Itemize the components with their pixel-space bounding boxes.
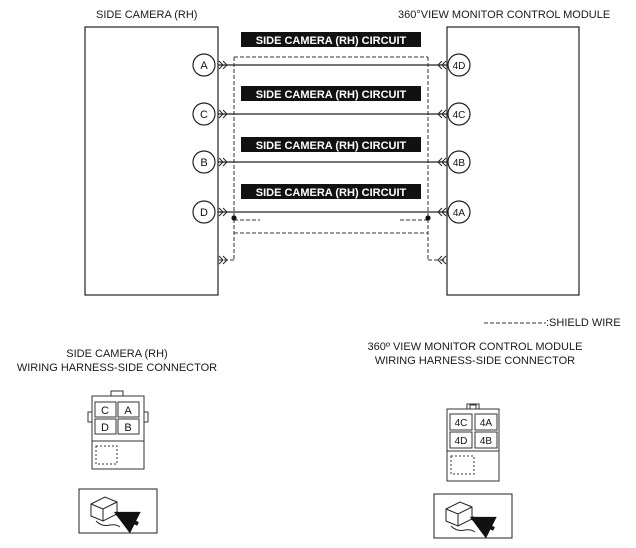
right-connector-pin: 4A [480, 418, 493, 429]
view-direction-icon [78, 488, 158, 534]
circuit-label-box [241, 32, 421, 47]
shield-wire [218, 56, 447, 261]
circuit-label-box [241, 137, 421, 152]
left-connector-title-1: SIDE CAMERA (RH) [66, 348, 168, 360]
right-pin-label: 4A [453, 208, 466, 219]
left-pin-label: D [200, 207, 208, 219]
right-connector-drawing [446, 403, 500, 482]
circuit-label-4: SIDE CAMERA (RH) CIRCUIT [256, 187, 407, 199]
right-connector-title-1: 360º VIEW MONITOR CONTROL MODULE [367, 341, 583, 353]
right-connector-title-2: WIRING HARNESS-SIDE CONNECTOR [374, 355, 576, 367]
circuit-label-2: SIDE CAMERA (RH) CIRCUIT [256, 89, 407, 101]
right-pin-4b [447, 150, 471, 174]
left-connector-drawing [87, 390, 149, 470]
left-pin-a [192, 53, 216, 77]
shield-wire-legend: :SHIELD WIRE [546, 317, 621, 329]
left-pin-c [192, 102, 216, 126]
right-terminal-marks [437, 60, 447, 265]
right-pin-label: 4C [453, 110, 466, 121]
right-module-title: 360°VIEW MONITOR CONTROL MODULE [398, 9, 611, 21]
left-pin-label: B [200, 157, 207, 169]
right-connector-pin: 4C [455, 418, 468, 429]
right-pin-4d [447, 53, 471, 77]
right-pin-label: 4D [453, 61, 466, 72]
circuit-label-1: SIDE CAMERA (RH) CIRCUIT [256, 35, 407, 47]
circuit-label-3: SIDE CAMERA (RH) CIRCUIT [256, 140, 407, 152]
right-connector-pin: 4B [480, 436, 493, 447]
view-direction-icon [433, 493, 513, 539]
left-pin-d [192, 200, 216, 224]
right-pin-label: 4B [453, 158, 466, 169]
left-pin-label: A [200, 60, 208, 72]
left-pin-b [192, 150, 216, 174]
left-pin-label: C [200, 109, 208, 121]
shield-junction-dot [231, 215, 237, 221]
left-connector-pin: D [101, 422, 109, 434]
right-pin-4a [447, 200, 471, 224]
left-connector-pin: B [124, 422, 131, 434]
left-connector-pin: A [124, 405, 132, 417]
circuit-label-box [241, 86, 421, 101]
left-module-title: SIDE CAMERA (RH) [96, 9, 198, 21]
circuit-label-box [241, 184, 421, 199]
left-terminal-marks [218, 60, 228, 265]
left-connector-title-2: WIRING HARNESS-SIDE CONNECTOR [16, 362, 218, 374]
right-connector-pin: 4D [455, 436, 468, 447]
left-connector-pin: C [101, 405, 109, 417]
right-pin-4c [447, 102, 471, 126]
shield-junction-dot [425, 215, 431, 221]
